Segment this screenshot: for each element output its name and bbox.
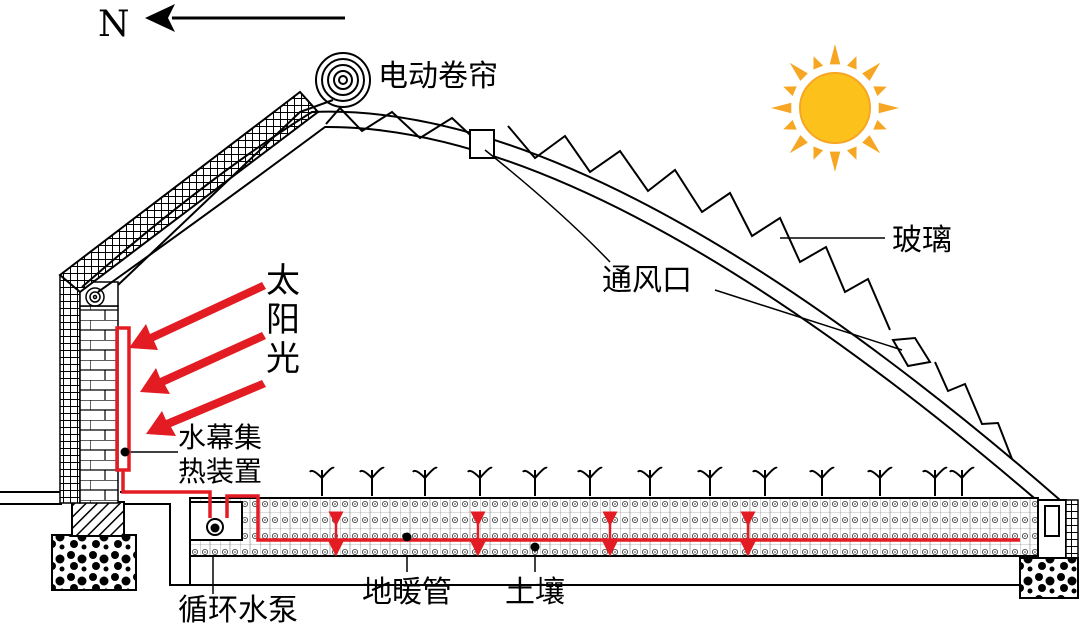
- seedling-icon: [637, 466, 663, 496]
- pump-label: 循环水泵: [178, 593, 298, 628]
- sun-ray: [813, 146, 824, 160]
- north-foundation-concrete: [71, 501, 125, 537]
- arrow-left-icon: [145, 4, 345, 32]
- roof-truss: [81, 99, 1061, 504]
- front-vent: [891, 336, 932, 368]
- seedling-icon: [412, 466, 438, 496]
- sunlight-label: 太 阳 光: [266, 261, 300, 380]
- seedling-icon: [922, 466, 948, 496]
- seedling-icon: [467, 466, 493, 496]
- south-vent-slot: [1044, 505, 1060, 537]
- sunlight-char: 太: [266, 261, 300, 301]
- roller-blind-label: 电动卷帘: [378, 59, 498, 94]
- seedling-icon: [577, 466, 603, 496]
- seedling-icon: [522, 466, 548, 496]
- north-label: N: [98, 4, 130, 45]
- sun-ray: [862, 62, 881, 81]
- seedling-icon: [359, 466, 385, 496]
- sun-ray: [783, 119, 797, 130]
- floor-pipe-label: 地暖管: [362, 575, 452, 610]
- sunlight-char: 光: [266, 339, 300, 380]
- roller-blind-icon: [315, 52, 371, 108]
- sun-ray: [862, 135, 881, 154]
- vent-label: 通风口: [602, 263, 692, 298]
- sun-ray: [873, 86, 887, 97]
- soil-label: 土壤: [505, 575, 565, 610]
- sun-ray: [846, 56, 857, 70]
- sun-ray: [783, 86, 797, 97]
- seedling-icon: [949, 466, 975, 496]
- north-wall-brick: [79, 305, 119, 504]
- sun-ray: [829, 151, 841, 172]
- sun-ray: [813, 56, 824, 70]
- sun-icon: [771, 44, 899, 172]
- seedling-icon: [809, 466, 835, 496]
- sun-ray: [878, 102, 899, 114]
- sun-ray: [829, 44, 841, 65]
- seedlings: [309, 466, 975, 496]
- north-foundation-gravel: [51, 534, 137, 591]
- seedling-icon: [867, 466, 893, 496]
- sun-ray: [789, 62, 808, 81]
- south-mesh: [1065, 499, 1079, 561]
- seedling-icon: [697, 466, 723, 496]
- seedling-icon: [752, 466, 778, 496]
- sun-ray: [771, 102, 792, 114]
- glass-label: 玻璃: [892, 223, 952, 258]
- sun-ray: [873, 119, 887, 130]
- seedling-icon: [309, 466, 335, 496]
- collector-label-line1: 水幕集: [178, 421, 263, 454]
- small-roller-icon: [85, 287, 105, 307]
- collector-label-line2: 热装置: [178, 455, 263, 488]
- sunlight-char: 阳: [266, 300, 300, 341]
- north-wall-insulation: [59, 274, 81, 504]
- heating-circuit: [115, 326, 1020, 542]
- sunlight-arrows: [129, 282, 266, 436]
- heat-arrows: [328, 511, 756, 557]
- sun-ray: [789, 135, 808, 154]
- sun-ray: [846, 146, 857, 160]
- south-foundation-gravel: [1019, 557, 1079, 599]
- soil-bed: [189, 497, 1039, 557]
